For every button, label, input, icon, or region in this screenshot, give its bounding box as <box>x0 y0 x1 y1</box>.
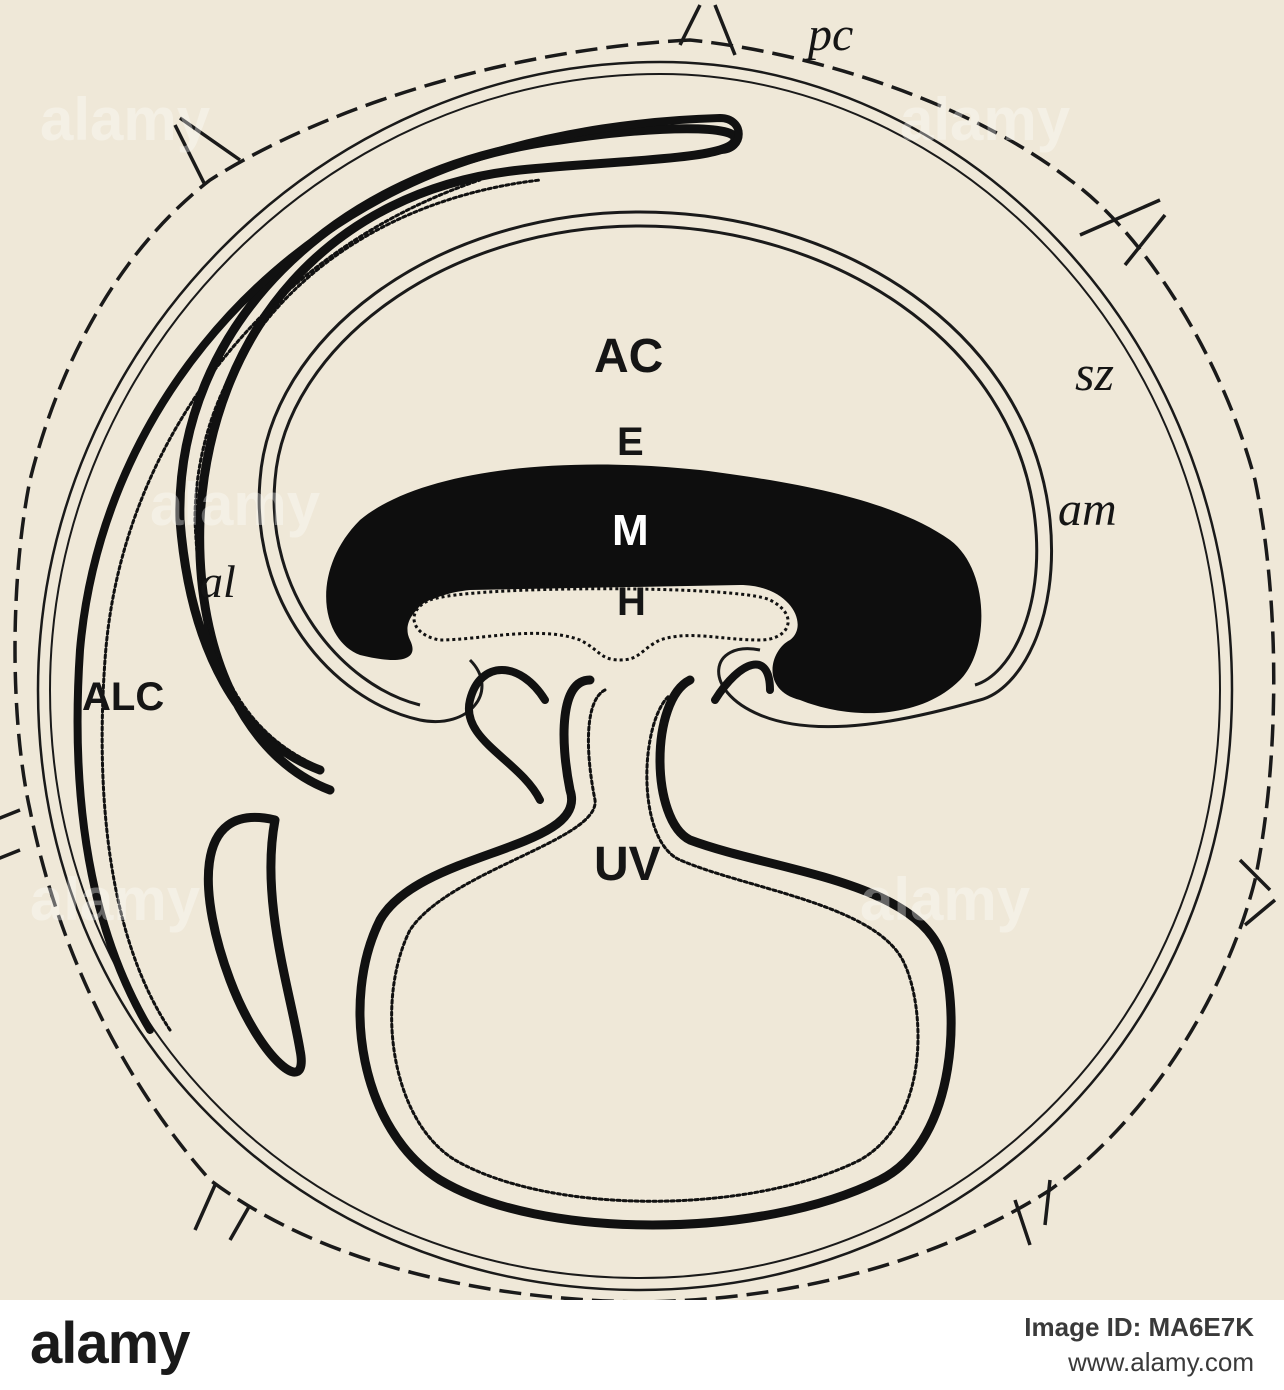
label-h: H <box>617 580 646 624</box>
image-id: Image ID: MA6E7K <box>1024 1312 1254 1342</box>
watermark-text: alamy <box>900 86 1071 153</box>
label-sz: sz <box>1075 345 1114 401</box>
site-url: www.alamy.com <box>1068 1347 1254 1377</box>
label-m: M <box>612 506 649 555</box>
chorion-outline <box>13 38 1276 1300</box>
label-e: E <box>617 420 644 464</box>
chorionic-villi <box>0 4 1277 1246</box>
label-uv: UV <box>594 838 661 891</box>
umbilical-vesicle <box>355 660 956 1230</box>
label-pc: pc <box>805 8 853 61</box>
stock-footer: alamy Image ID: MA6E7K www.alamy.com <box>0 1300 1284 1390</box>
embryo-diagram: alamy alamy alamy alamy alamy AC E M H A… <box>0 0 1284 1300</box>
watermark-text: alamy <box>40 86 211 153</box>
amnion <box>257 210 1053 729</box>
watermark: alamy alamy alamy alamy alamy <box>30 86 1071 933</box>
serous-zone-ring <box>36 60 1234 1292</box>
hypoblast-gut <box>412 587 790 662</box>
allantoic-cavity-wall <box>73 113 743 1077</box>
label-alc: ALC <box>82 675 164 719</box>
alamy-logo: alamy <box>30 1311 190 1376</box>
image-meta: Image ID: MA6E7K www.alamy.com <box>1024 1312 1254 1378</box>
watermark-text: alamy <box>150 471 321 538</box>
label-ac: AC <box>594 330 663 383</box>
embryo-body <box>326 464 982 714</box>
watermark-text: alamy <box>860 866 1031 933</box>
label-al: al <box>200 556 236 607</box>
label-am: am <box>1058 483 1117 536</box>
watermark-text: alamy <box>30 866 201 933</box>
